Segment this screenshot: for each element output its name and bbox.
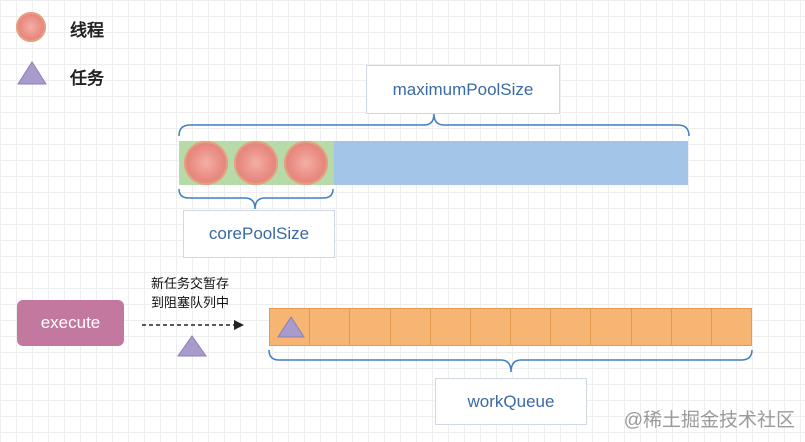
execute-note-line1: 新任务交暂存 [150, 276, 229, 291]
queue-slot [672, 309, 712, 345]
thread-legend-icon [16, 12, 46, 42]
queue-slot [350, 309, 391, 345]
queue-slot [511, 309, 552, 345]
work-queue-brace [268, 349, 753, 373]
task-legend-icon [17, 61, 47, 85]
execute-note-line2: 到阻塞队列中 [150, 295, 229, 310]
queue-slot [391, 309, 431, 345]
core-pool-brace [178, 188, 334, 210]
queue-slot [712, 309, 751, 345]
thread-2 [234, 141, 278, 185]
work-queue [269, 308, 752, 346]
work-queue-label: workQueue [435, 378, 587, 425]
queue-slot [551, 309, 592, 345]
maximum-pool-size-label: maximumPoolSize [366, 65, 560, 114]
queue-slot [310, 309, 351, 345]
execute-note: 新任务交暂存 到阻塞队列中 [140, 274, 240, 312]
thread-3 [284, 141, 328, 185]
execute-button[interactable]: execute [17, 300, 124, 346]
thread-legend-label: 线程 [70, 21, 104, 40]
watermark: @稀土掘金技术社区 [623, 410, 795, 431]
task-icon [177, 335, 207, 357]
queue-slot [591, 309, 632, 345]
core-pool-size-label: corePoolSize [183, 210, 335, 258]
task-legend-label: 任务 [70, 69, 104, 88]
maximum-pool-brace [178, 113, 690, 137]
dashed-arrow [142, 320, 244, 330]
thread-1 [184, 141, 228, 185]
queue-slot [431, 309, 471, 345]
queue-slot [632, 309, 672, 345]
queue-slot [270, 309, 311, 345]
queued-task-icon [277, 316, 305, 338]
queue-slot [471, 309, 512, 345]
